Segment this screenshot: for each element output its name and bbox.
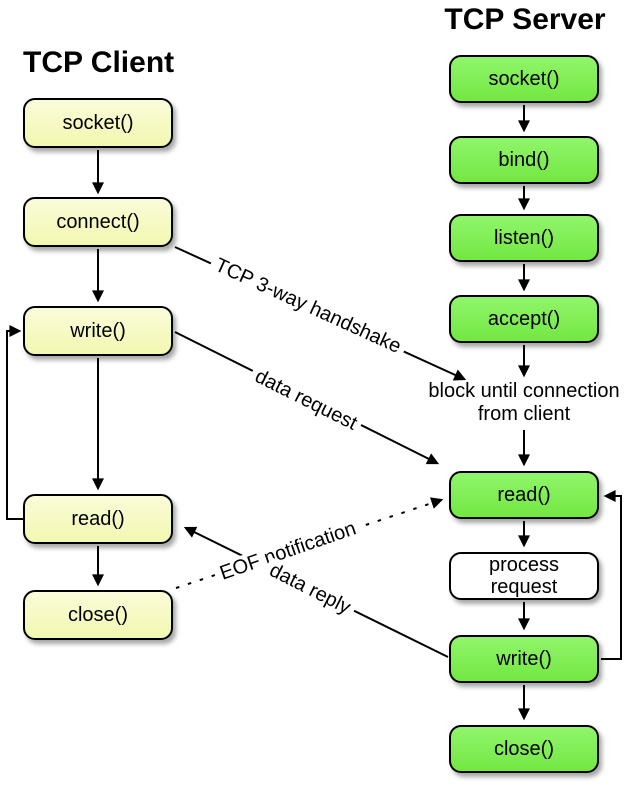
server-block-note: block until connection from client bbox=[428, 380, 620, 425]
server-column-title: TCP Server bbox=[444, 3, 606, 36]
arrow-client-read-loop-to-write bbox=[6, 325, 24, 520]
server-write-node: write() bbox=[449, 635, 599, 683]
server-socket-node: socket() bbox=[449, 55, 599, 103]
server-read-label: read() bbox=[497, 484, 551, 506]
server-accept-label: accept() bbox=[487, 308, 561, 330]
arrow-server-write-loop-to-read bbox=[601, 490, 622, 660]
server-socket-label: socket() bbox=[488, 68, 560, 90]
client-connect-label: connect() bbox=[56, 211, 140, 233]
client-column-title: TCP Client bbox=[23, 46, 175, 79]
server-close-node: close() bbox=[449, 725, 599, 773]
server-listen-label: listen() bbox=[493, 227, 554, 249]
client-close-node: close() bbox=[23, 590, 173, 640]
server-bind-node: bind() bbox=[449, 136, 599, 184]
client-read-node: read() bbox=[23, 494, 173, 544]
client-write-label: write() bbox=[70, 320, 126, 342]
server-listen-node: listen() bbox=[449, 214, 599, 262]
client-socket-label: socket() bbox=[62, 112, 134, 134]
server-process-request-node: process request bbox=[449, 552, 599, 600]
server-close-label: close() bbox=[493, 738, 554, 760]
client-connect-node: connect() bbox=[23, 197, 173, 247]
server-process-request-label: process request bbox=[488, 554, 560, 598]
client-socket-node: socket() bbox=[23, 98, 173, 148]
client-read-label: read() bbox=[71, 508, 125, 530]
server-write-label: write() bbox=[496, 648, 552, 670]
client-write-node: write() bbox=[23, 306, 173, 356]
server-accept-node: accept() bbox=[449, 295, 599, 343]
server-bind-label: bind() bbox=[498, 149, 550, 171]
client-close-label: close() bbox=[67, 604, 128, 626]
server-read-node: read() bbox=[449, 471, 599, 519]
